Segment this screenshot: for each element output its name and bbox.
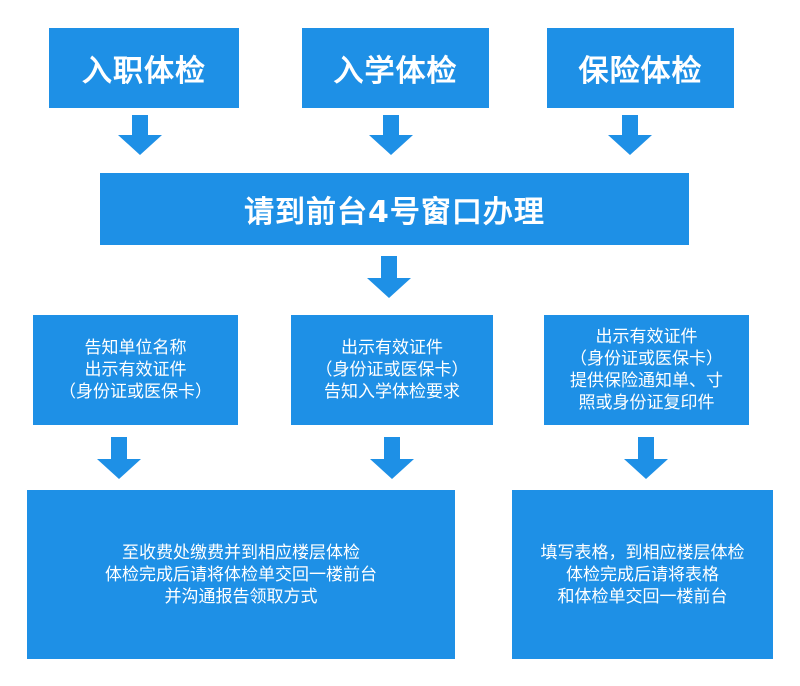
- baoxian-requirements-box: 出示有效证件 （身份证或医保卡） 提供保险通知单、寸 照或身份证复印件: [544, 315, 749, 425]
- ruxue-requirements-box: 出示有效证件 （身份证或医保卡） 告知入学体检要求: [291, 315, 493, 425]
- payment-line-2: 体检完成后请将体检单交回一楼前台: [105, 564, 377, 585]
- arrow-down-icon: [118, 115, 162, 155]
- form-instructions-box: 填写表格，到相应楼层体检 体检完成后请将表格 和体检单交回一楼前台: [512, 490, 773, 659]
- arrow-down-icon: [369, 115, 413, 155]
- front-desk-window-box: 请到前台4号窗口办理: [100, 173, 689, 245]
- form-line-2: 体检完成后请将表格: [566, 564, 719, 585]
- ruzhi-req-line-1: 告知单位名称: [84, 338, 187, 358]
- ruxue-exam-label: 入学体检: [333, 54, 458, 89]
- baoxian-req-line-3: 提供保险通知单、寸: [570, 371, 723, 391]
- ruxue-exam-box: 入学体检: [302, 28, 489, 108]
- ruzhi-requirements-box: 告知单位名称 出示有效证件 （身份证或医保卡）: [33, 315, 238, 425]
- arrow-down-icon: [370, 437, 414, 479]
- baoxian-exam-box: 保险体检: [547, 28, 734, 108]
- arrow-down-icon: [608, 115, 652, 155]
- form-line-1: 填写表格，到相应楼层体检: [540, 542, 745, 563]
- ruzhi-req-line-3: （身份证或医保卡）: [59, 382, 212, 402]
- arrow-down-icon: [97, 437, 141, 479]
- baoxian-req-line-2: （身份证或医保卡）: [570, 349, 723, 369]
- ruzhi-exam-box: 入职体检: [49, 28, 239, 108]
- payment-line-1: 至收费处缴费并到相应楼层体检: [122, 542, 360, 563]
- payment-instructions-box: 至收费处缴费并到相应楼层体检 体检完成后请将体检单交回一楼前台 并沟通报告领取方…: [27, 490, 455, 659]
- arrow-down-icon: [367, 256, 411, 298]
- baoxian-exam-label: 保险体检: [578, 54, 703, 89]
- form-line-3: 和体检单交回一楼前台: [557, 586, 728, 607]
- payment-line-3: 并沟通报告领取方式: [164, 586, 318, 607]
- baoxian-req-line-4: 照或身份证复印件: [578, 393, 715, 413]
- baoxian-req-line-1: 出示有效证件: [595, 327, 698, 347]
- ruzhi-req-line-2: 出示有效证件: [84, 360, 187, 380]
- ruxue-req-line-2: （身份证或医保卡）: [315, 360, 469, 380]
- arrow-down-icon: [624, 437, 668, 479]
- ruxue-req-line-1: 出示有效证件: [341, 338, 443, 358]
- front-desk-window-label: 请到前台4号窗口办理: [244, 195, 545, 230]
- ruxue-req-line-3: 告知入学体检要求: [324, 382, 460, 402]
- ruzhi-exam-label: 入职体检: [82, 54, 206, 89]
